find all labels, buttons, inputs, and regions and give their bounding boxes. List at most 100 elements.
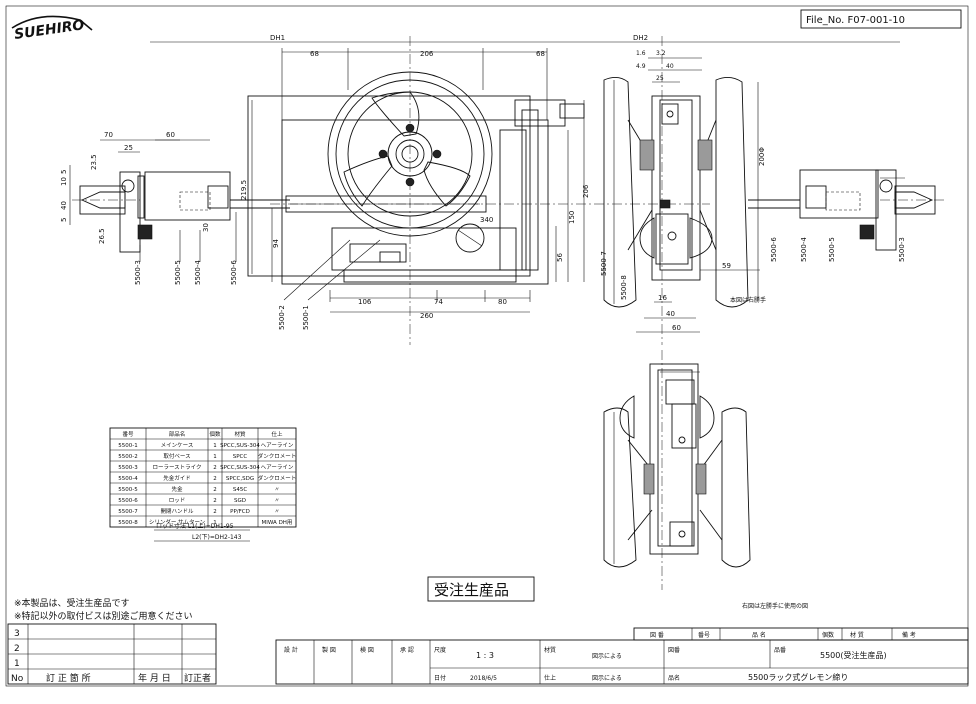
svg-text:5500(受注生産品): 5500(受注生産品) (820, 650, 887, 660)
logo: SUEHIRO (11, 15, 93, 43)
svg-text:40: 40 (60, 201, 68, 210)
parts-row-cell: ヘアーライン (261, 464, 294, 471)
svg-text:図 番: 図 番 (650, 632, 664, 639)
svg-text:30: 30 (202, 223, 210, 232)
parts-row-cell: SPCC,SDG (226, 476, 254, 482)
svg-text:5500-1: 5500-1 (302, 305, 310, 330)
svg-text:5500-3: 5500-3 (134, 260, 142, 285)
dh2-label: DH2 (633, 34, 648, 42)
parts-row-cell: 1 (213, 443, 217, 449)
svg-text:5500ラック式グレモン締り: 5500ラック式グレモン締り (748, 672, 848, 682)
parts-row-cell: 5500-6 (118, 498, 138, 504)
parts-row-cell: 5500-4 (118, 476, 138, 482)
parts-header-cell: 仕上 (271, 430, 283, 438)
svg-text:訂 正 箇 所: 訂 正 箇 所 (46, 672, 91, 684)
svg-text:No: No (11, 674, 24, 684)
parts-row-cell: SPCC (233, 454, 248, 460)
parts-row-cell: SGD (234, 498, 246, 504)
svg-text:訂正者: 訂正者 (184, 672, 211, 684)
svg-text:70: 70 (104, 131, 113, 139)
svg-text:材 質: 材 質 (850, 631, 864, 639)
parts-header-cell: 部品名 (169, 430, 186, 438)
svg-text:60: 60 (672, 324, 681, 332)
svg-text:1 : 3: 1 : 3 (476, 651, 494, 660)
parts-row-cell: 開閉ハンドル (160, 508, 194, 515)
svg-text:材質: 材質 (544, 646, 556, 654)
svg-text:340: 340 (480, 216, 493, 224)
svg-text:尺度: 尺度 (434, 646, 446, 654)
svg-text:206: 206 (582, 184, 590, 198)
parts-row-cell: ダンクロメート (258, 452, 297, 460)
svg-text:5500-8: 5500-8 (620, 275, 628, 300)
parts-row-cell: 2 (213, 498, 217, 504)
rod-dim-1: ロッド寸法 L1(上)=DH1-95 (156, 522, 234, 530)
product-note-1: ※本製品は、受注生産品です (14, 597, 130, 609)
parts-row-cell: シリンダー,サムターン (149, 518, 206, 526)
svg-text:2018/6/5: 2018/6/5 (470, 675, 497, 682)
main-front-view: 340 (247, 71, 585, 285)
svg-text:図示による: 図示による (592, 653, 622, 660)
parts-row-cell: 〃 (274, 509, 280, 515)
parts-row-cell: 2 (213, 465, 217, 471)
svg-text:日付: 日付 (434, 674, 446, 682)
svg-text:番号: 番号 (698, 632, 710, 639)
svg-text:106: 106 (358, 298, 372, 306)
svg-text:68: 68 (536, 50, 545, 58)
svg-text:品名: 品名 (668, 674, 680, 682)
top-dimensions: 68 206 68 (281, 48, 548, 120)
parts-row-cell: 5500-5 (118, 487, 138, 493)
parts-row-cell: S45C (233, 487, 247, 493)
side-view: 1.6 3.2 4.9 40 25 200Φ 59 16 (600, 50, 766, 333)
svg-text:本図は右勝手: 本図は右勝手 (730, 296, 766, 304)
svg-text:80: 80 (498, 298, 507, 306)
svg-text:3: 3 (14, 629, 20, 639)
parts-row-cell: 2 (213, 487, 217, 493)
svg-text:23.5: 23.5 (90, 154, 98, 170)
svg-text:5500-4: 5500-4 (194, 260, 202, 285)
sheet-border (5, 5, 969, 687)
svg-text:25: 25 (656, 75, 664, 82)
parts-row-cell: 5500-1 (118, 443, 137, 449)
parts-row-cell: 1 (213, 520, 217, 526)
svg-text:1: 1 (14, 659, 20, 669)
parts-row-cell: SPCC,SUS-304 (220, 443, 260, 449)
svg-text:5500-5: 5500-5 (174, 260, 182, 285)
svg-text:94: 94 (272, 239, 280, 248)
svg-text:製 図: 製 図 (322, 646, 336, 654)
svg-text:200Φ: 200Φ (758, 147, 766, 166)
parts-row-cell: 取付ベース (163, 452, 190, 460)
parts-row-cell: 先金ガイド (163, 474, 191, 482)
parts-row-cell: PP/FCD (230, 509, 250, 515)
svg-text:仕上: 仕上 (544, 674, 556, 682)
svg-text:59: 59 (722, 262, 731, 270)
svg-text:図示による: 図示による (592, 675, 622, 682)
parts-row-cell: 5500-7 (118, 509, 138, 515)
product-note-2: ※特記以外の取付ビスは別途ご用意ください (14, 610, 193, 622)
parts-row-cell: 2 (213, 476, 217, 482)
parts-row-cell: 2 (213, 509, 217, 515)
parts-row-cell: ローラーストライク (152, 464, 201, 471)
parts-row-cell: ヘアーライン (261, 442, 294, 449)
svg-text:5500-2: 5500-2 (278, 305, 286, 330)
svg-text:設 計: 設 計 (284, 646, 298, 654)
parts-row-cell: MIWA DH用 (262, 519, 293, 526)
svg-text:5500-6: 5500-6 (230, 260, 238, 285)
right-strike-detail: 5500-6 5500-4 5500-5 5500-3 (748, 169, 945, 262)
svg-text:56: 56 (556, 253, 564, 262)
rod-dim-2: L2(下)=DH2-143 (192, 534, 242, 541)
parts-row-cell: 5500-8 (118, 520, 138, 526)
svg-text:年 月 日: 年 月 日 (138, 672, 171, 684)
parts-row-cell: 〃 (274, 498, 280, 504)
parts-row-cell: 1 (213, 454, 217, 460)
revision-table: 3 2 1 No 訂 正 箇 所 年 月 日 訂正者 (7, 623, 217, 685)
file-no-box (800, 9, 962, 29)
svg-text:3.2: 3.2 (656, 50, 666, 57)
svg-text:16: 16 (658, 294, 667, 302)
hand-wheel-outer (327, 71, 493, 237)
svg-text:74: 74 (434, 298, 443, 306)
svg-text:5500-4: 5500-4 (800, 237, 808, 262)
file-no: File_No. F07-001-10 (806, 15, 905, 26)
svg-text:10: 10 (60, 177, 68, 186)
